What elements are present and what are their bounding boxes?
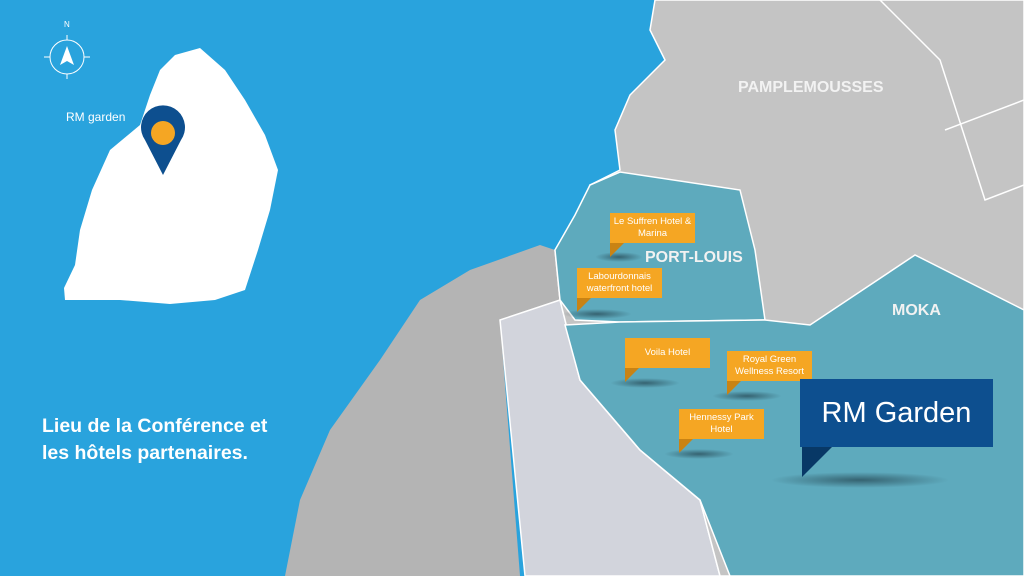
- inset-island-mauritius: [64, 48, 278, 304]
- marker-shadow: [712, 391, 782, 401]
- caption-line-2: les hôtels partenaires.: [42, 442, 248, 464]
- hotel-label: Hennessy Park Hotel: [689, 412, 754, 435]
- district-moka: [564, 254, 1024, 576]
- map-pin-icon: [141, 105, 185, 175]
- venue-marker-rm-garden[interactable]: RM Garden: [800, 379, 993, 477]
- hotel-label: Le Suffren Hotel & Marina: [613, 216, 692, 239]
- hotel-marker-le-suffren[interactable]: Le Suffren Hotel & Marina: [610, 213, 695, 257]
- hotel-label: Labourdonnais waterfront hotel: [586, 271, 653, 294]
- marker-shadow: [664, 449, 734, 459]
- inset-pin-label: RM garden: [66, 110, 126, 124]
- hotel-label: Voila Hotel: [644, 347, 691, 358]
- caption-line-1: Lieu de la Conférence et: [42, 415, 268, 437]
- compass-icon: [44, 35, 90, 79]
- compass-north-label: N: [64, 20, 70, 29]
- hotel-marker-royal-green[interactable]: Royal Green Wellness Resort: [727, 351, 812, 395]
- region-label-pamplemousses: PAMPLEMOUSSES: [738, 79, 884, 96]
- land-west-peninsula: [285, 245, 560, 576]
- hotel-marker-voila[interactable]: Voila Hotel: [625, 338, 710, 382]
- hotel-label: Royal Green Wellness Resort: [735, 354, 804, 377]
- region-label-moka: MOKA: [892, 302, 941, 319]
- region-label-port-louis: PORT-LOUIS: [645, 249, 743, 266]
- district-border: [944, 99, 1024, 131]
- district-border: [879, 0, 1024, 201]
- marker-shadow: [770, 472, 950, 488]
- marker-shadow: [610, 378, 680, 388]
- venue-label: RM Garden: [821, 396, 972, 429]
- marker-shadow: [595, 252, 643, 262]
- marker-shadow: [562, 309, 632, 319]
- caption: Lieu de la Conférence et les hôtels part…: [42, 413, 267, 467]
- hotel-marker-labourdonnais[interactable]: Labourdonnais waterfront hotel: [577, 268, 662, 312]
- hotel-marker-hennessy[interactable]: Hennessy Park Hotel: [679, 409, 764, 453]
